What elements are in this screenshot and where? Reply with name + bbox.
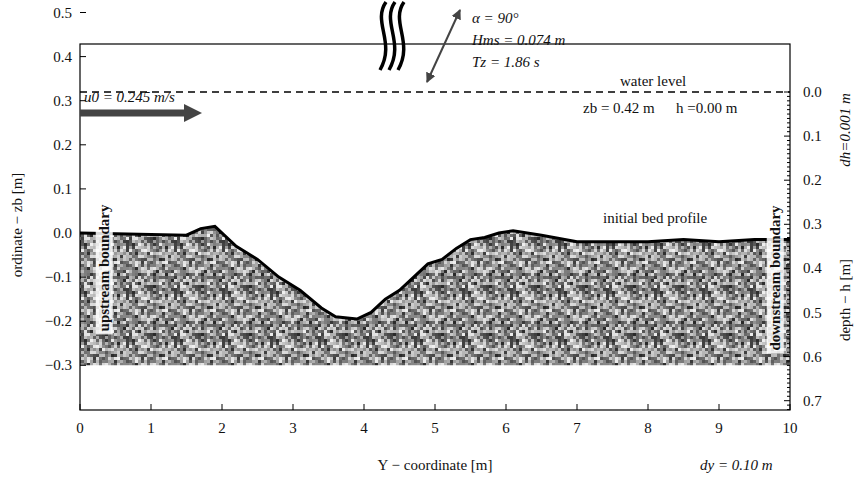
tick-label: 0.6: [803, 348, 822, 365]
tick-label: 0.4: [803, 260, 822, 277]
wave-symbol: [380, 2, 404, 70]
tick-label: 4: [360, 420, 368, 437]
wave-direction-arrow: [427, 10, 460, 82]
annotation-label: Hms = 0.074 m: [472, 32, 565, 49]
tick-label: 0.0: [803, 84, 822, 101]
current-arrow-shaft: [80, 110, 186, 117]
axis-ticks: [80, 13, 790, 411]
tick-label: 6: [502, 420, 510, 437]
sediment-bed: [80, 226, 790, 365]
tick-label: 5: [431, 420, 439, 437]
tick-label: 0.3: [53, 92, 72, 109]
water-level-line: [80, 91, 790, 92]
tick-label: −0.1: [45, 269, 72, 286]
tick-label: 10: [783, 420, 798, 437]
tick-label: 8: [644, 420, 652, 437]
current-arrow-head: [184, 104, 202, 122]
annotation-label: dy = 0.10 m: [700, 457, 773, 474]
tick-label: 7: [573, 420, 581, 437]
tick-label: 0.5: [53, 4, 72, 21]
tick-label: 0.5: [803, 304, 822, 321]
tick-label: 0: [76, 420, 84, 437]
tick-label: 0.2: [53, 137, 72, 154]
tick-label: 0.1: [53, 181, 72, 198]
tick-label: 0.7: [803, 392, 822, 409]
annotation-label: Tz = 1.86 s: [472, 54, 540, 71]
annotation-label: ordinate − zb [m]: [9, 173, 26, 278]
tick-label: 9: [715, 420, 723, 437]
tick-label: 3: [289, 420, 297, 437]
tick-label: 0.3: [803, 216, 822, 233]
plot-frame: [80, 44, 790, 410]
tick-label: −0.2: [45, 313, 72, 330]
annotation-label: u0 = 0.245 m/s: [84, 89, 175, 106]
annotation-label: water level: [620, 73, 686, 90]
annotation-label: h =0.00 m: [676, 100, 737, 117]
tick-label: 0.1: [803, 128, 822, 145]
annotation-label: zb = 0.42 m: [583, 100, 655, 117]
tick-label: 1: [147, 420, 155, 437]
bed-profile-line: [80, 226, 790, 319]
annotation-label: depth − h [m]: [837, 259, 854, 341]
annotation-label: Y − coordinate [m]: [378, 457, 493, 474]
tick-label: −0.3: [45, 357, 72, 374]
tick-label: 0.4: [53, 48, 72, 65]
annotation-label: upstream boundary: [96, 202, 113, 335]
tick-label: 0.2: [803, 172, 822, 189]
annotation-label: dh=0.001 m: [837, 93, 854, 166]
annotation-label: downstream boundary: [767, 202, 784, 353]
tick-label: 2: [218, 420, 226, 437]
tick-label: 0.0: [53, 225, 72, 242]
annotation-label: α = 90°: [472, 10, 519, 27]
annotation-label: initial bed profile: [603, 210, 707, 227]
